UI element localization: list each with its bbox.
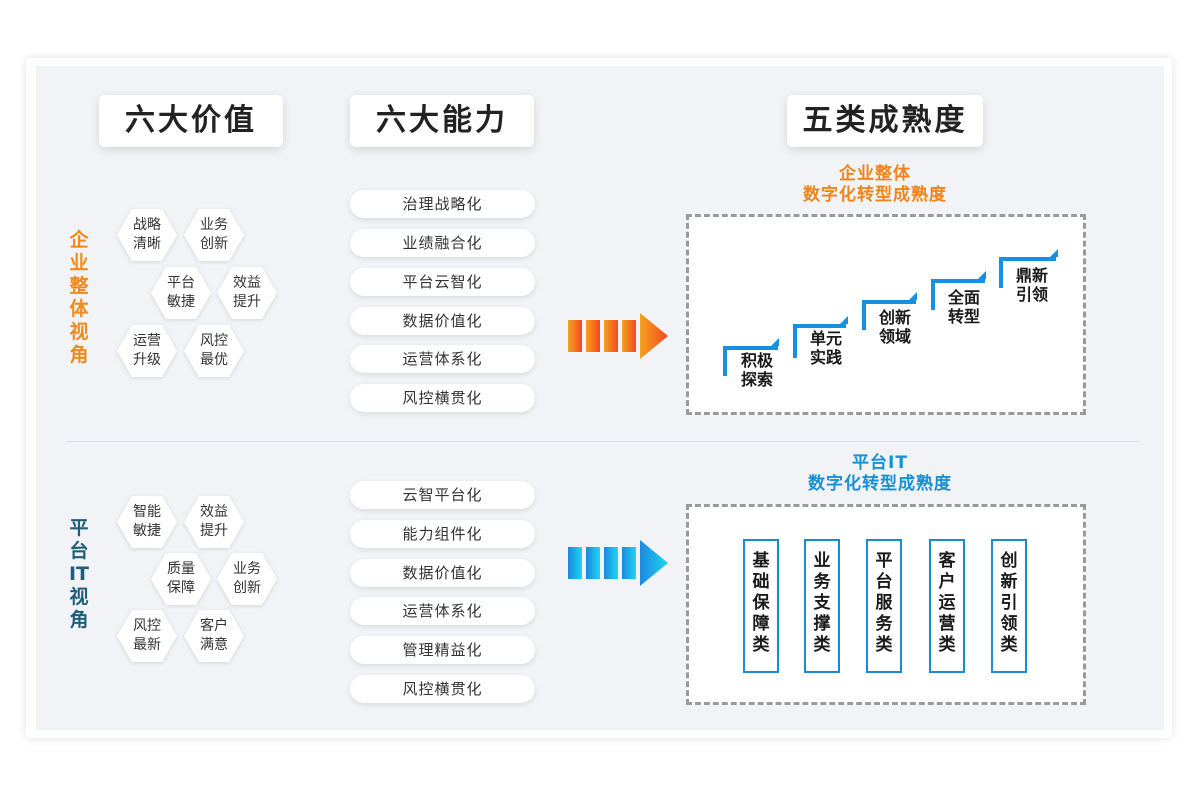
ability-pill: 风控横贯化	[350, 675, 535, 703]
hex-value: 风控最优	[181, 322, 247, 380]
hex-value-label: 效益提升	[200, 504, 228, 539]
hex-value: 平台敏捷	[148, 264, 214, 322]
hex-value: 效益提升	[181, 493, 247, 551]
platform-perspective-label: 平台IT视角	[68, 517, 90, 631]
enterprise-maturity-box	[686, 214, 1086, 415]
hex-value-label: 战略清晰	[133, 217, 161, 252]
hex-value: 客户满意	[181, 607, 247, 665]
maturity-step-label: 单元实践	[810, 329, 843, 367]
hex-value: 效益提升	[214, 264, 280, 322]
step-bar	[862, 300, 916, 330]
enterprise-perspective-label: 企业整体视角	[69, 229, 89, 366]
platform-maturity-title: 平台IT 数字化转型成熟度	[775, 453, 985, 495]
ability-pill: 平台云智化	[350, 268, 535, 296]
hex-value-label: 客户满意	[200, 618, 228, 653]
ability-pill: 数据价值化	[350, 559, 535, 587]
step-bar	[999, 257, 1056, 288]
platform-maturity-title-line1: 平台IT	[852, 453, 908, 473]
hex-value-label: 质量保障	[167, 561, 195, 596]
ability-pill: 业绩融合化	[350, 229, 535, 257]
hex-value-label: 智能敏捷	[133, 504, 161, 539]
step-bar	[931, 279, 985, 310]
step-tip	[909, 292, 917, 300]
hex-value-label: 风控最新	[133, 618, 161, 653]
ability-pill: 治理战略化	[350, 190, 535, 218]
enterprise-maturity-title-line1: 企业整体	[839, 164, 911, 184]
hex-value-label: 效益提升	[233, 275, 261, 310]
hex-value-label: 风控最优	[200, 333, 228, 368]
maturity-category-label: 业务支撑类	[813, 551, 831, 655]
step-bar	[723, 346, 778, 376]
header-six-values: 六大价值	[99, 95, 283, 147]
step-tip	[771, 338, 779, 346]
enterprise-maturity-title-line2: 数字化转型成熟度	[803, 185, 947, 205]
hex-value: 智能敏捷	[114, 493, 180, 551]
ability-pill: 云智平台化	[350, 481, 535, 509]
maturity-category-box: 平台服务类	[866, 539, 902, 673]
hex-value-label: 运营升级	[133, 333, 161, 368]
maturity-category-box: 业务支撑类	[804, 539, 840, 673]
ability-pill: 风控横贯化	[350, 384, 535, 412]
orange-arrow-icon	[568, 313, 668, 359]
step-tip	[978, 271, 986, 279]
maturity-step-label: 积极探索	[741, 351, 774, 389]
maturity-category-label: 创新引领类	[1000, 551, 1018, 655]
step-bar	[793, 324, 846, 358]
maturity-step-label: 鼎新引领	[1016, 266, 1049, 304]
hex-value: 风控最新	[114, 607, 180, 665]
hex-value-label: 平台敏捷	[167, 275, 195, 310]
maturity-category-label: 基础保障类	[752, 551, 770, 655]
hex-value-label: 业务创新	[200, 217, 228, 252]
step-tip	[1050, 249, 1058, 257]
ability-pill: 管理精益化	[350, 636, 535, 664]
blue-arrow-icon	[568, 540, 668, 586]
hex-value: 质量保障	[148, 550, 214, 608]
maturity-category-box: 创新引领类	[991, 539, 1027, 673]
staircase-steps	[723, 249, 1058, 376]
ability-pill: 运营体系化	[350, 597, 535, 625]
step-tip	[840, 316, 848, 324]
hex-value: 业务创新	[214, 550, 280, 608]
enterprise-maturity-title: 企业整体 数字化转型成熟度	[775, 164, 975, 206]
hex-value: 业务创新	[181, 206, 247, 264]
platform-maturity-title-line2: 数字化转型成熟度	[808, 474, 952, 494]
maturity-step-label: 创新领域	[879, 308, 912, 346]
maturity-category-label: 平台服务类	[875, 551, 893, 655]
hex-value: 运营升级	[114, 322, 180, 380]
header-six-abilities: 六大能力	[350, 95, 534, 147]
hex-value: 战略清晰	[114, 206, 180, 264]
section-divider	[66, 441, 1139, 442]
ability-pill: 运营体系化	[350, 345, 535, 373]
ability-pill: 数据价值化	[350, 307, 535, 335]
hex-value-label: 业务创新	[233, 561, 261, 596]
ability-pill: 能力组件化	[350, 520, 535, 548]
maturity-category-box: 基础保障类	[743, 539, 779, 673]
header-five-maturity: 五类成熟度	[787, 95, 983, 147]
maturity-category-box: 客户运营类	[929, 539, 965, 673]
maturity-category-label: 客户运营类	[938, 551, 956, 655]
maturity-step-label: 全面转型	[948, 288, 981, 326]
